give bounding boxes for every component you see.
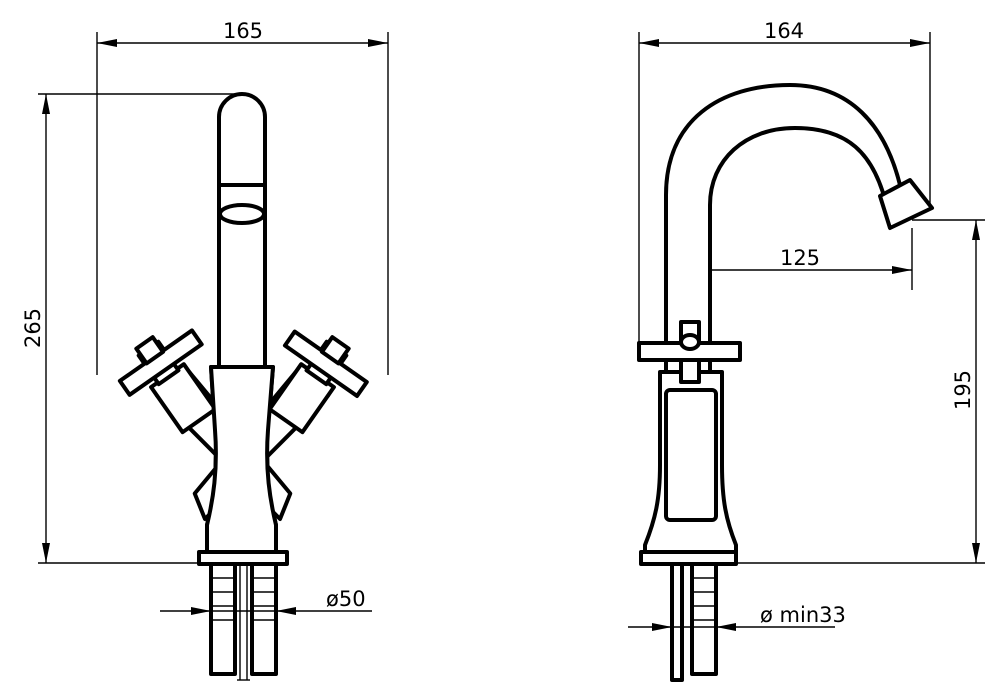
side-width-dimension: 164 (638, 19, 931, 355)
side-handle-knob (679, 333, 701, 351)
side-hole-diameter-dimension: ø min33 (628, 603, 846, 631)
front-right-handle-cap (319, 335, 351, 366)
side-width-label: 164 (764, 19, 804, 43)
side-supply-hose (670, 562, 718, 682)
front-height-label: 265 (21, 308, 45, 348)
front-aerator-opening (218, 203, 266, 225)
front-left-handle-cap (134, 335, 166, 366)
side-gooseneck-spout (664, 83, 907, 374)
side-view: 164 125 195 (628, 19, 985, 682)
front-base-plate (197, 550, 289, 566)
side-reach-label: 125 (780, 246, 820, 270)
front-width-dimension: 165 (96, 19, 389, 375)
side-reach-dimension: 125 (689, 228, 913, 290)
side-aerator (878, 178, 934, 230)
front-right-hose (250, 562, 278, 676)
front-spout-tube (217, 92, 267, 374)
side-inner-cartridge (664, 388, 718, 522)
front-supply-hoses (209, 562, 278, 681)
side-threaded-rod (670, 562, 684, 682)
front-width-label: 165 (223, 19, 263, 43)
side-hole-diameter-label: ø min33 (760, 603, 846, 627)
side-height-dimension: 195 (735, 219, 985, 564)
front-view: 165 265 (21, 19, 389, 681)
side-height-label: 195 (951, 370, 975, 410)
front-valve-body-front (205, 365, 278, 554)
front-base-diameter-label: ø50 (326, 587, 366, 611)
side-hose (690, 562, 718, 676)
front-left-hose (209, 562, 237, 676)
side-base-plate (639, 550, 738, 566)
front-base-diameter-dimension: ø50 (160, 587, 372, 615)
front-height-dimension: 265 (21, 93, 240, 564)
